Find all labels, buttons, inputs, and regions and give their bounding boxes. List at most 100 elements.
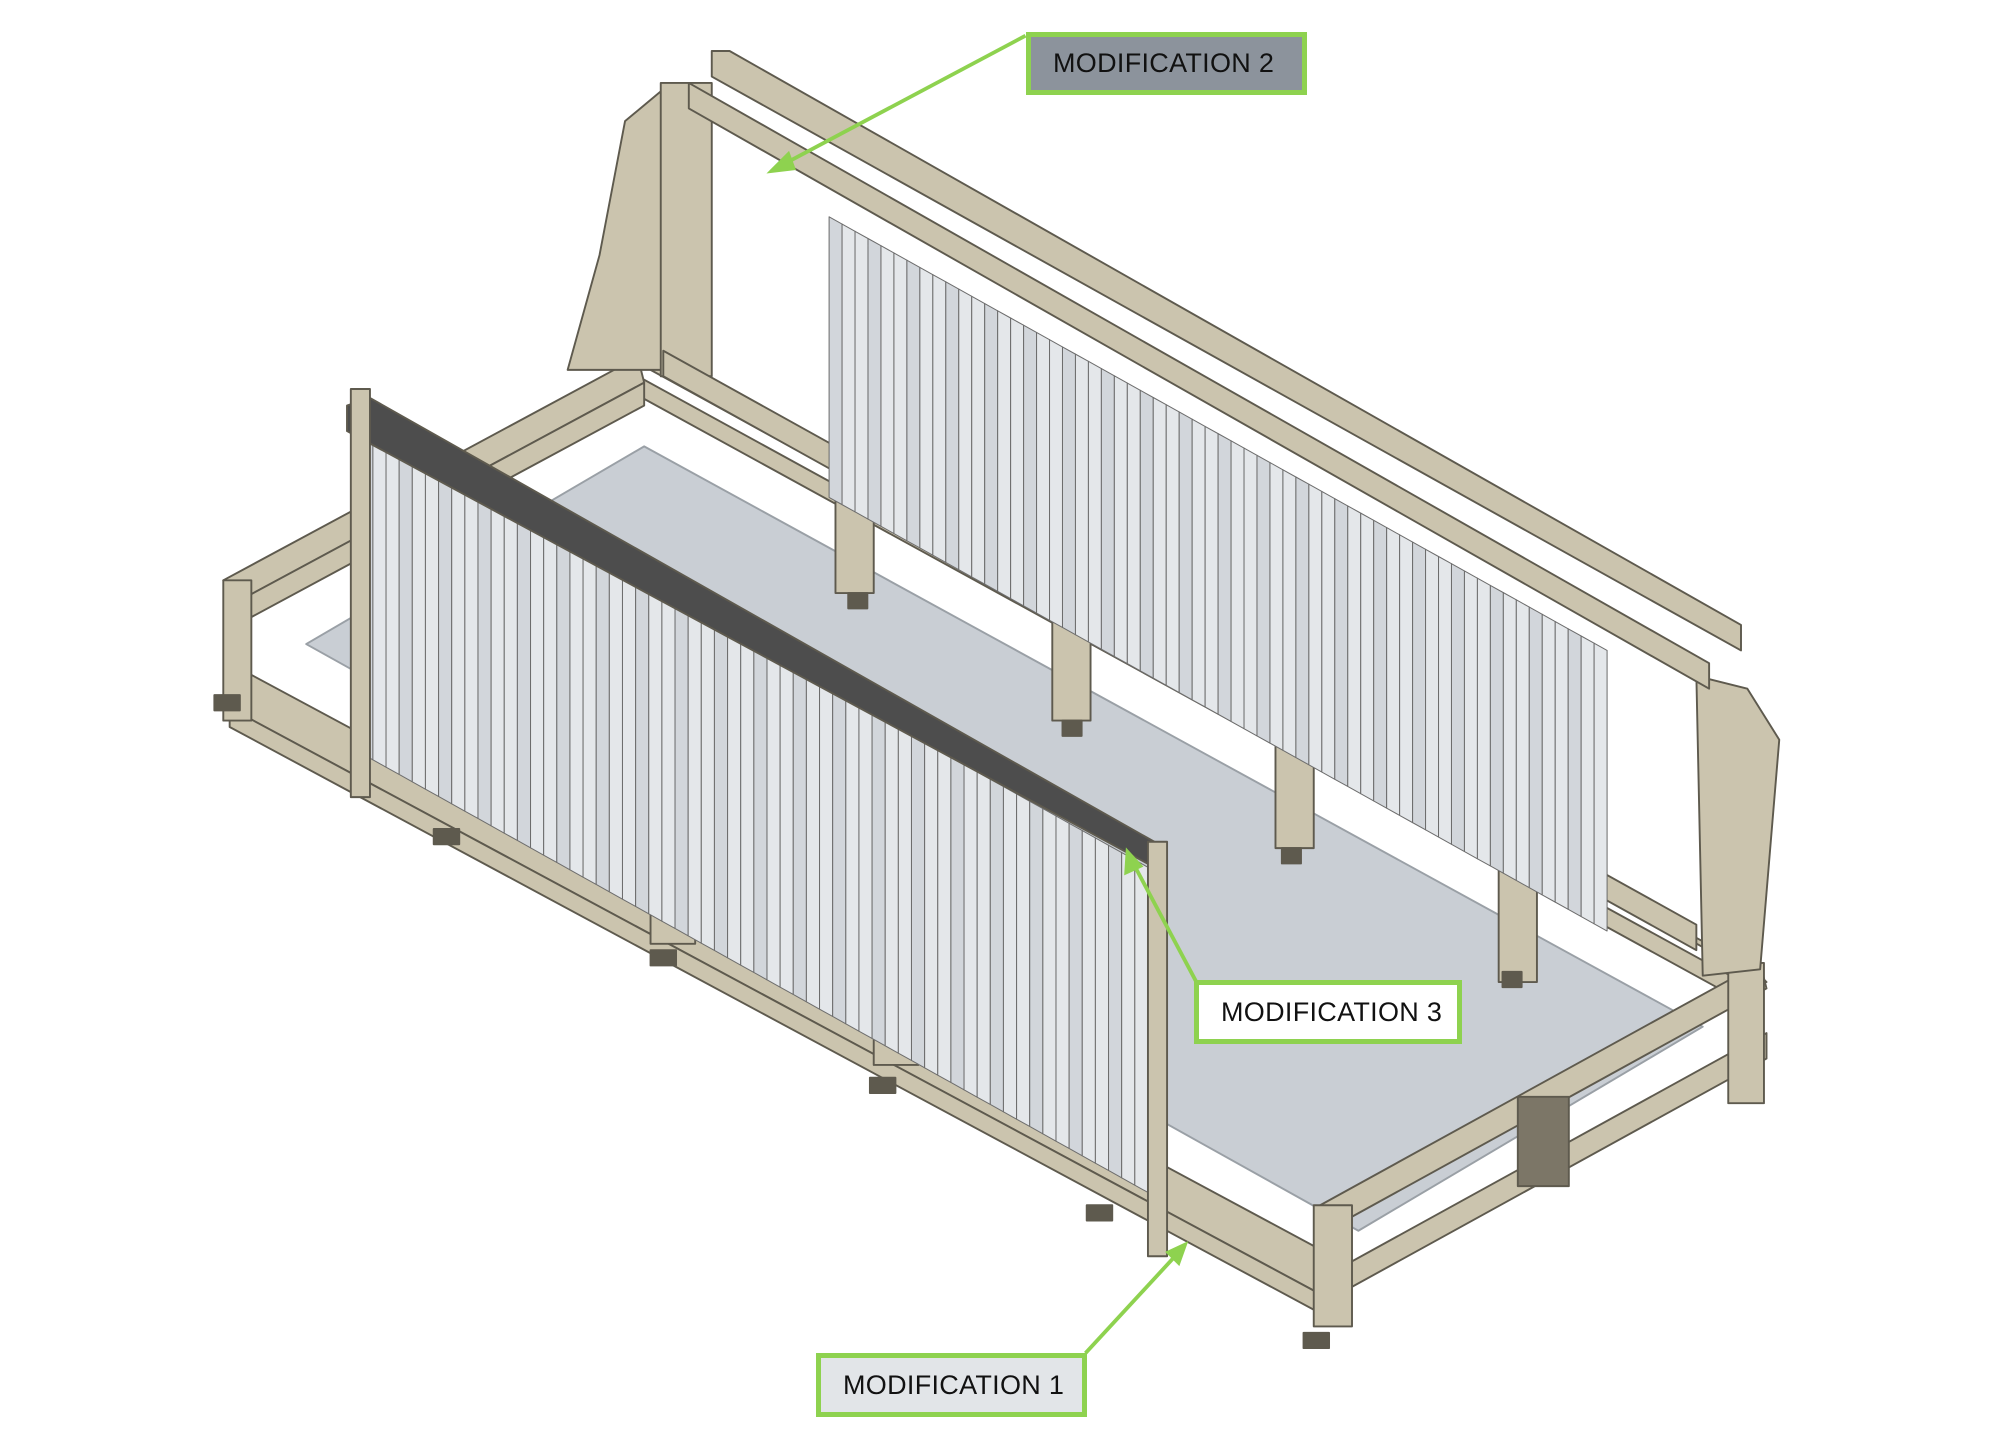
arrowhead-2 <box>766 150 797 174</box>
panel-slat <box>595 558 610 893</box>
panel-slat <box>919 266 934 556</box>
panel-slat <box>1081 830 1096 1164</box>
panel-slat <box>1399 534 1414 824</box>
panel-slat <box>997 310 1012 600</box>
panel-slat <box>740 639 755 973</box>
panel-slat <box>385 441 400 775</box>
front-left-post <box>349 388 371 799</box>
panel-slat <box>1308 483 1323 773</box>
panel-slat <box>1139 389 1154 679</box>
panel-slat <box>832 690 847 1025</box>
panel-slat <box>1204 425 1219 715</box>
panel-slat <box>1010 317 1025 607</box>
panel-slat <box>530 522 545 856</box>
panel-slat <box>1165 404 1180 694</box>
callout-modification-2: MODIFICATION 2 <box>1026 32 1307 95</box>
panel-slat <box>635 580 650 915</box>
panel-slat <box>503 507 518 841</box>
panel-slat <box>924 742 939 1076</box>
panel-slat <box>1528 606 1543 896</box>
callout-label: MODIFICATION 3 <box>1221 996 1443 1027</box>
panel-slat <box>871 712 886 1047</box>
corner-post-front <box>1312 1204 1353 1328</box>
panel-slat <box>372 434 387 768</box>
panel-slat <box>984 303 999 592</box>
panel-slat <box>792 668 807 1003</box>
panel-slat <box>1230 440 1245 730</box>
panel-slat <box>1463 570 1478 860</box>
panel-slat <box>950 756 965 1091</box>
back-panel <box>828 216 1608 932</box>
panel-slat <box>1502 592 1517 881</box>
panel-slat <box>945 281 960 571</box>
panel-slat <box>1450 563 1465 853</box>
panel-slat <box>1055 815 1070 1149</box>
panel-slat <box>608 566 623 900</box>
panel-slat <box>674 602 689 937</box>
panel-slat <box>516 514 532 849</box>
panel-slat <box>841 223 856 513</box>
callout-label: MODIFICATION 1 <box>843 1369 1065 1400</box>
back-left-post <box>659 81 713 378</box>
panel-slat <box>971 295 986 585</box>
panel-slat <box>1134 859 1149 1193</box>
callout-modification-3: MODIFICATION 3 <box>1194 980 1462 1044</box>
panel-slat <box>569 544 584 878</box>
panel-slat <box>858 705 873 1039</box>
panel-slat <box>854 230 869 520</box>
arrowhead-3 <box>1124 847 1144 876</box>
panel-slat <box>989 778 1004 1113</box>
panel-slat <box>1554 621 1569 910</box>
panel-slat <box>897 727 912 1061</box>
back-right-gusset <box>1695 674 1781 977</box>
panel-slat <box>1029 800 1044 1135</box>
panel-slat <box>490 500 505 834</box>
panel-slat <box>648 588 663 922</box>
panel-slat <box>398 448 413 783</box>
panel-slat <box>753 646 768 981</box>
panel-slat <box>1347 505 1362 795</box>
panel-slat <box>1269 462 1284 751</box>
panel-slat <box>819 683 834 1017</box>
panel-slat <box>1580 635 1595 925</box>
arrowhead-1 <box>1165 1241 1189 1267</box>
panel-slat <box>438 470 453 805</box>
panel-slat <box>1567 628 1582 918</box>
panel-slat <box>1016 793 1031 1127</box>
panel-slat <box>1373 519 1388 809</box>
leader-line-2 <box>779 34 1027 168</box>
panel-slat <box>910 734 926 1069</box>
panel-slat <box>1282 469 1297 759</box>
panel-slat <box>543 529 558 863</box>
panel-slat <box>621 573 637 907</box>
panel-slat <box>1593 642 1608 932</box>
back-left-gusset <box>566 88 665 371</box>
panel-slat <box>976 771 991 1105</box>
panel-slat <box>1191 418 1206 708</box>
panel-slat <box>1094 837 1110 1171</box>
panel-slat <box>1036 331 1051 621</box>
panel-slat <box>932 274 947 563</box>
leader-line-3 <box>1130 861 1199 983</box>
panel-slat <box>867 237 882 527</box>
corner-post-right <box>1727 961 1765 1105</box>
panel-slat <box>880 245 895 535</box>
panel-slat <box>464 485 479 819</box>
panel-slat <box>1126 382 1141 672</box>
panel-slat <box>1217 433 1232 722</box>
panel-slat <box>1425 548 1440 838</box>
panel-slat <box>1100 368 1115 657</box>
panel-slat <box>1074 353 1089 643</box>
panel-slat <box>828 216 843 506</box>
panel-slat <box>1334 498 1349 787</box>
panel-slat <box>451 478 466 812</box>
panel-slat <box>1087 360 1102 650</box>
panel-slat <box>1152 396 1167 686</box>
panel-slat <box>1541 613 1556 903</box>
front-right-post <box>1146 840 1169 1258</box>
panel-slat <box>1113 375 1128 665</box>
panel-slat <box>1476 577 1491 867</box>
panel-slat <box>713 624 729 959</box>
panel-slat <box>1042 808 1057 1142</box>
